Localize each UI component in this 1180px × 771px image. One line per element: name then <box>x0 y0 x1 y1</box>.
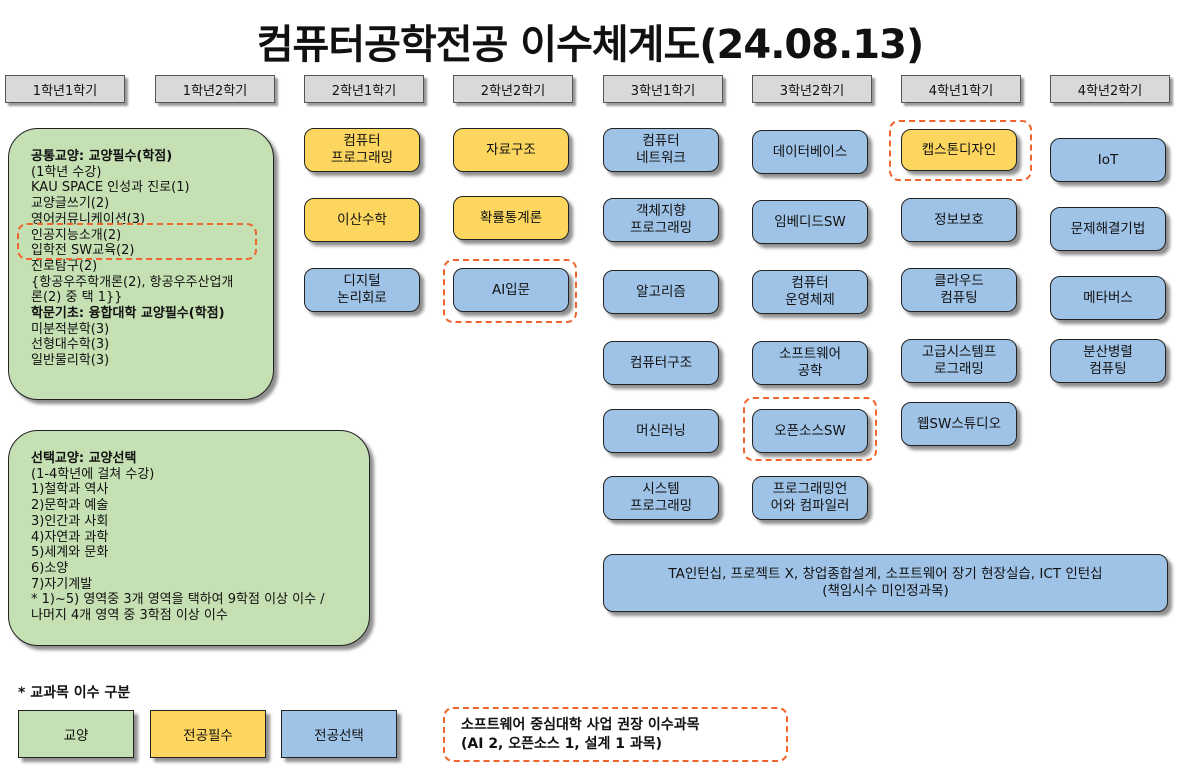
semester-header-y4s1: 4학년1학기 <box>901 75 1021 103</box>
general-required-line: 교양글쓰기(2) <box>31 196 110 212</box>
course-capstone-design: 캡스톤디자인 <box>901 129 1017 171</box>
course-system-programming: 시스템 프로그래밍 <box>603 476 719 520</box>
semester-header-y4s2: 4학년2학기 <box>1050 75 1170 103</box>
semester-header-y2s2: 2학년2학기 <box>453 75 573 103</box>
course-data-structures: 자료구조 <box>453 128 569 172</box>
course-database: 데이터베이스 <box>752 130 868 174</box>
academic-basics-line: 미분적분학(3) <box>31 321 110 337</box>
general-elective-box: 선택교양: 교양선택 (1-4학년에 걸쳐 수강) 1)철학과 역사 2)문학과… <box>8 430 370 646</box>
general-required-line: 입학전 SW교육(2) <box>31 243 135 259</box>
legend-note-line: (AI 2, 오픈소스 1, 설계 1 과목) <box>461 736 662 752</box>
course-iot: IoT <box>1050 138 1166 182</box>
general-elective-line: 나머지 4개 영역 중 3학점 이상 이수 <box>31 608 228 624</box>
semester-header-y1s1: 1학년1학기 <box>5 75 125 103</box>
recommended-outline-ai-sw <box>17 223 257 260</box>
legend-title: * 교과목 이수 구분 <box>18 685 131 701</box>
general-elective-line: 6)소양 <box>31 560 69 576</box>
general-elective-line: (1-4학년에 걸쳐 수강) <box>31 466 155 482</box>
academic-basics-line: 선형대수학(3) <box>31 337 110 353</box>
course-internships-projects: TA인턴십, 프로젝트 X, 창업종합설계, 소프트웨어 장기 현장실습, IC… <box>603 554 1168 612</box>
course-object-oriented-programming: 객체지향 프로그래밍 <box>603 198 719 242</box>
course-programming-languages-compilers: 프로그래밍언 어와 컴파일러 <box>752 476 868 520</box>
general-elective-heading: 선택교양: 교양선택 <box>31 451 137 466</box>
recommended-outline-capstone <box>889 120 1032 181</box>
course-operating-systems: 컴퓨터 운영체제 <box>752 270 868 314</box>
course-intro-ai: AI입문 <box>453 268 569 312</box>
academic-basics-heading: 학문기초: 융합대학 교양필수(학점) <box>31 306 225 322</box>
general-elective-line: 2)문학과 예술 <box>31 498 109 514</box>
legend-major-required: 전공필수 <box>150 710 266 758</box>
academic-basics-line: 일반물리학(3) <box>31 353 110 369</box>
general-elective-line: 3)인간과 사회 <box>31 513 109 529</box>
general-elective-line: 1)철학과 역사 <box>31 482 109 498</box>
course-digital-logic: 디지털 논리회로 <box>304 268 420 312</box>
course-problem-solving: 문제해결기법 <box>1050 207 1166 251</box>
general-elective-line: 5)세계와 문화 <box>31 545 109 561</box>
legend-major-elective: 전공선택 <box>281 710 397 758</box>
semester-header-y1s2: 1학년2학기 <box>155 75 275 103</box>
course-web-sw-studio: 웹SW스튜디오 <box>901 402 1017 446</box>
page-title: 컴퓨터공학전공 이수체계도(24.08.13) <box>256 22 924 68</box>
semester-header-y3s2: 3학년2학기 <box>752 75 872 103</box>
course-software-engineering: 소프트웨어 공학 <box>752 341 868 385</box>
general-required-box: 공통교양: 교양필수(학점) (1학년 수강) KAU SPACE 인성과 진로… <box>8 128 274 400</box>
course-algorithms: 알고리즘 <box>603 270 719 314</box>
general-required-line: KAU SPACE 인성과 진로(1) <box>31 180 190 196</box>
legend-note-line: 소프트웨어 중심대학 사업 권장 이수과목 <box>461 717 700 733</box>
general-elective-line: 7)자기계발 <box>31 576 93 592</box>
general-required-line: 인공지능소개(2) <box>31 227 122 243</box>
general-required-line: 론(2) 중 택 1}} <box>31 290 123 306</box>
course-computer-architecture: 컴퓨터구조 <box>603 341 719 385</box>
recommended-outline-intro-ai <box>443 259 577 323</box>
general-required-line: 진로탐구(2) <box>31 258 98 274</box>
course-advanced-system-programming: 고급시스템프 로그래밍 <box>901 339 1017 383</box>
semester-header-y3s1: 3학년1학기 <box>603 75 723 103</box>
course-discrete-math: 이산수학 <box>304 198 420 242</box>
course-probability-statistics: 확률통계론 <box>453 196 569 240</box>
course-machine-learning: 머신러닝 <box>603 409 719 453</box>
course-embedded-sw: 임베디드SW <box>752 200 868 244</box>
course-computer-network: 컴퓨터 네트워크 <box>603 128 719 172</box>
recommended-outline-open-source <box>743 397 877 461</box>
legend-general: 교양 <box>18 710 134 758</box>
course-open-source-sw: 오픈소스SW <box>752 409 868 453</box>
general-required-heading: 공통교양: 교양필수(학점) <box>31 149 173 164</box>
general-required-line: {항공우주학개론(2), 항공우주산업개 <box>31 274 234 290</box>
course-computer-programming: 컴퓨터 프로그래밍 <box>304 128 420 172</box>
course-distributed-parallel-computing: 분산병렬 컴퓨팅 <box>1050 339 1166 383</box>
course-information-security: 정보보호 <box>901 198 1017 242</box>
general-elective-line: 4)자연과 과학 <box>31 529 109 545</box>
course-cloud-computing: 클라우드 컴퓨팅 <box>901 268 1017 312</box>
general-elective-line: * 1)~5) 영역중 3개 영역을 택하여 9학점 이상 이수 / <box>31 592 325 608</box>
general-required-line: (1학년 수강) <box>31 164 102 180</box>
semester-header-y2s1: 2학년1학기 <box>304 75 424 103</box>
course-metaverse: 메타버스 <box>1050 276 1166 320</box>
legend-recommended-note: 소프트웨어 중심대학 사업 권장 이수과목 (AI 2, 오픈소스 1, 설계 … <box>443 707 788 762</box>
